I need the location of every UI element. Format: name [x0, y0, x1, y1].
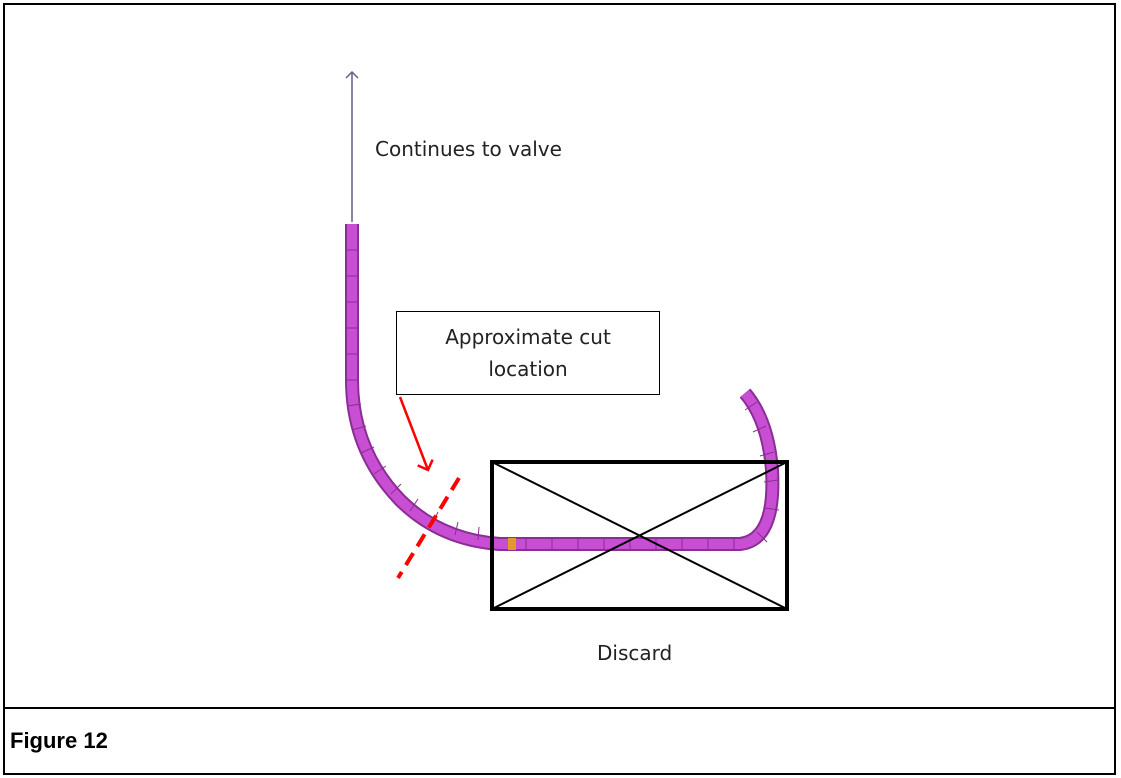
pipe-marker [508, 538, 516, 550]
discard-box [490, 460, 789, 611]
continues-label: Continues to valve [375, 137, 562, 161]
figure-frame [3, 3, 1116, 775]
discard-label: Discard [597, 641, 673, 665]
pipe-segments [345, 249, 780, 551]
pipe-body [347, 224, 778, 549]
caption-divider [3, 707, 1116, 709]
cut-location-label: Approximate cut location [445, 325, 611, 381]
pipe-diagram [345, 70, 789, 611]
cut-pointer-arrow [398, 396, 434, 472]
cut-line [396, 476, 461, 580]
cut-location-callout: Approximate cut location [396, 311, 660, 395]
figure-caption: Figure 12 [10, 728, 108, 753]
